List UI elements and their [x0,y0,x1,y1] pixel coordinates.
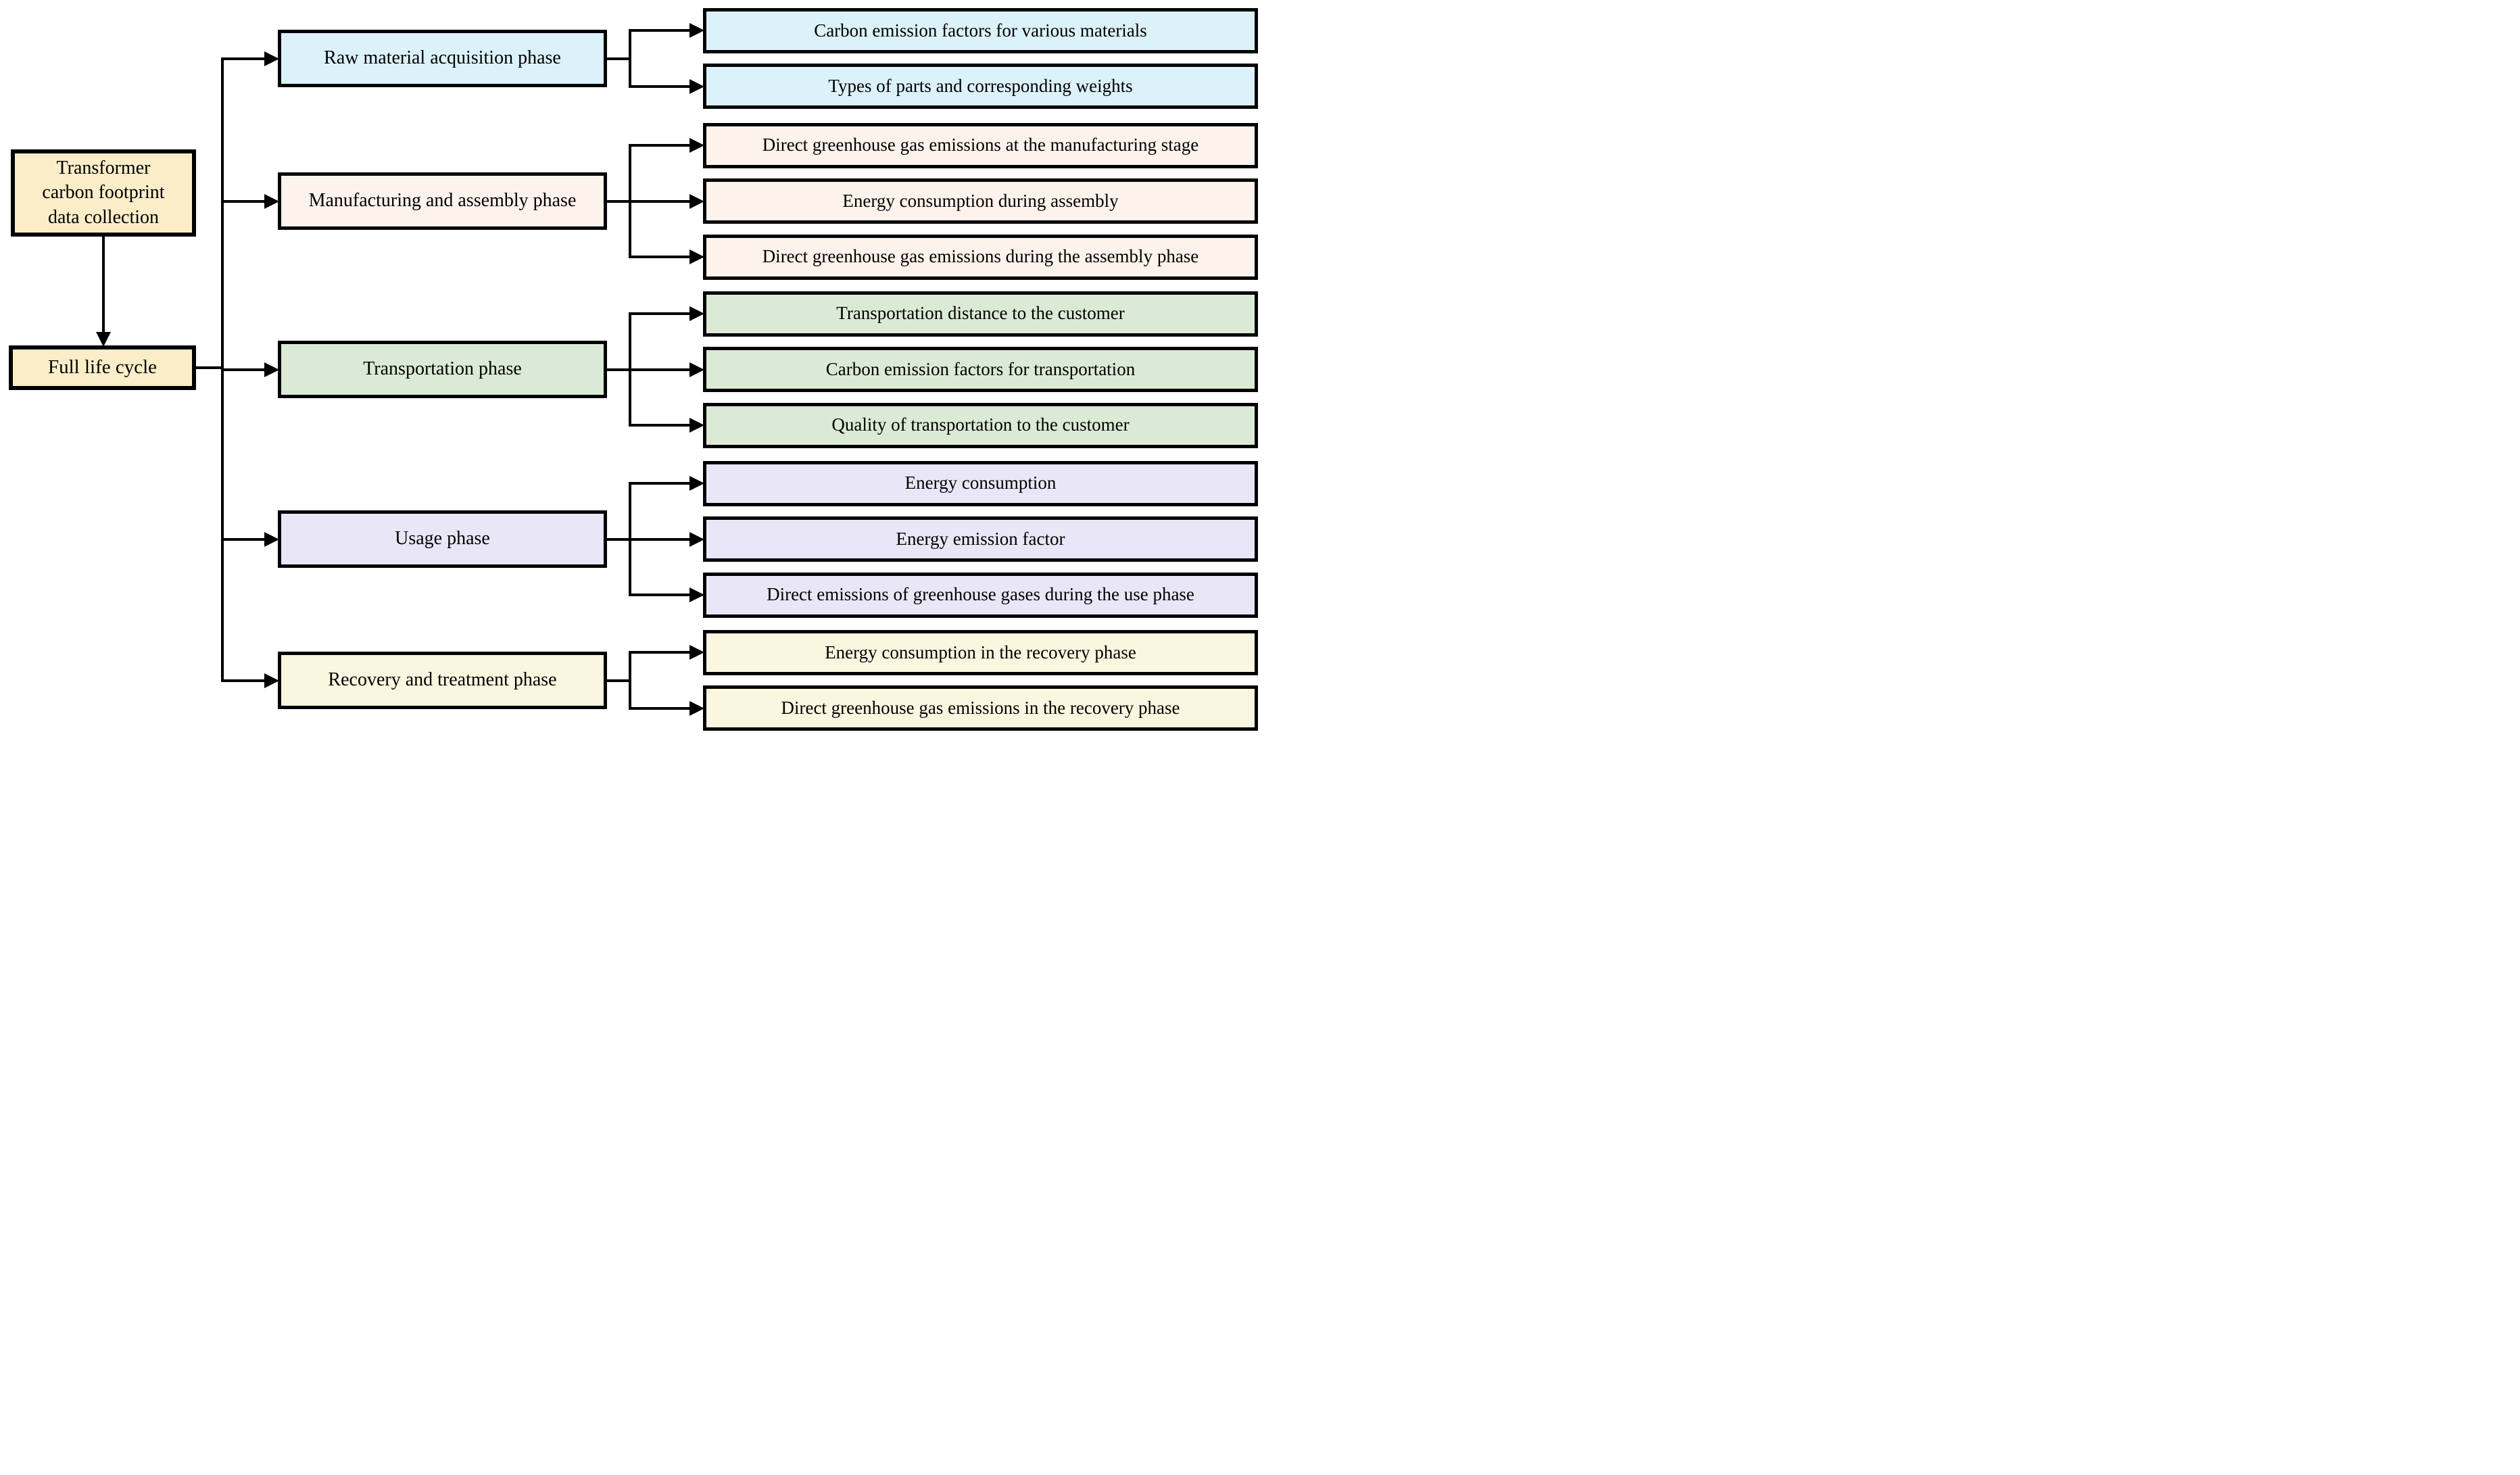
connector-line [628,706,691,710]
connector-line [628,256,691,258]
connector-line [221,679,266,682]
arrowhead-right-icon [689,23,704,39]
phase-box-manufacturing-and-assembly-phase-label: Manufacturing and assembly phase [308,190,577,212]
phase-box-raw-material-acquisition-phase-label: Raw material acquisition phase [324,47,561,69]
phase-box-transportation-phase: Transportation phase [278,341,607,398]
leaf-box-direct-greenhouse-gas-emissions: Direct greenhouse gas emissions at the m… [703,122,1258,168]
full-life-cycle-box: Full life cycle [9,345,196,390]
leaf-box-energy-consumption-in-the: Energy consumption in the recovery phase [703,629,1258,675]
arrowhead-right-icon [689,78,704,94]
connector-line [628,651,631,710]
phase-box-manufacturing-and-assembly-phase: Manufacturing and assembly phase [278,172,607,230]
arrowhead-right-icon [264,51,279,66]
connector-line [628,144,691,147]
leaf-box-carbon-emission-factors-for-label: Carbon emission factors for various mate… [814,20,1147,41]
connector-line [606,537,631,541]
leaf-box-energy-consumption-during-assembly-label: Energy consumption during assembly [842,190,1119,211]
leaf-box-energy-consumption-label: Energy consumption [904,473,1057,493]
phase-box-recovery-and-treatment-phase-label: Recovery and treatment phase [328,669,557,691]
leaf-box-quality-of-transportation-to-label: Quality of transportation to the custome… [831,414,1130,435]
connector-line [221,537,266,541]
connector-line [221,368,266,371]
connector-line [195,366,224,369]
arrowhead-right-icon [689,306,704,321]
arrowhead-right-icon [264,193,279,209]
connector-line [628,29,691,32]
leaf-box-energy-emission-factor-label: Energy emission factor [896,528,1065,549]
connector-line [628,312,691,315]
leaf-box-transportation-distance-to-the-label: Transportation distance to the customer [836,303,1125,324]
arrowhead-right-icon [264,531,279,547]
arrowhead-right-icon [689,587,704,602]
transformer-data-collection-box: Transformer carbon footprint data collec… [11,149,196,237]
leaf-box-transportation-distance-to-the: Transportation distance to the customer [703,291,1258,337]
leaf-box-direct-greenhouse-gas-emissions: Direct greenhouse gas emissions in the r… [703,685,1258,731]
connector-line [221,199,266,203]
arrowhead-right-icon [689,138,704,153]
leaf-box-carbon-emission-factors-for: Carbon emission factors for various mate… [703,7,1258,53]
leaf-box-energy-emission-factor: Energy emission factor [703,516,1258,562]
connector-line [628,424,691,427]
connector-line [628,537,691,541]
arrowhead-right-icon [689,418,704,433]
leaf-box-energy-consumption: Energy consumption [703,460,1258,506]
connector-line [628,84,691,88]
arrowhead-right-icon [689,193,704,209]
leaf-box-types-of-parts-and: Types of parts and corresponding weights [703,64,1258,110]
phase-box-recovery-and-treatment-phase: Recovery and treatment phase [278,652,607,709]
connector-line [628,594,691,596]
connector-line [628,29,631,88]
leaf-box-direct-emissions-of-greenhouse: Direct emissions of greenhouse gases dur… [703,572,1258,618]
connector-line [606,679,631,682]
leaf-box-energy-consumption-during-assembly: Energy consumption during assembly [703,178,1258,224]
leaf-box-direct-emissions-of-greenhouse-label: Direct emissions of greenhouse gases dur… [767,584,1194,605]
leaf-box-direct-greenhouse-gas-emissions-label: Direct greenhouse gas emissions in the r… [781,698,1180,719]
phase-box-raw-material-acquisition-phase: Raw material acquisition phase [278,30,607,87]
leaf-box-energy-consumption-in-the-label: Energy consumption in the recovery phase [825,642,1136,662]
connector-line [102,235,105,333]
connector-line [628,199,691,203]
arrowhead-right-icon [689,476,704,491]
transformer-data-collection-box-label: Transformer carbon footprint data collec… [42,157,165,228]
arrowhead-right-icon [689,645,704,660]
connector-line [606,368,631,371]
arrowhead-down-icon [96,332,111,347]
arrowhead-right-icon [689,700,704,716]
connector-line [628,368,691,371]
leaf-box-types-of-parts-and-label: Types of parts and corresponding weights [828,76,1133,97]
arrowhead-right-icon [689,249,704,264]
leaf-box-direct-greenhouse-gas-emissions: Direct greenhouse gas emissions during t… [703,234,1258,280]
phase-box-usage-phase: Usage phase [278,510,607,568]
connector-line [628,482,691,485]
connector-line [628,651,691,654]
diagram-canvas: Transformer carbon footprint data collec… [0,0,1260,738]
arrowhead-right-icon [689,362,704,377]
connector-line [606,57,631,60]
connector-line [606,199,631,203]
leaf-box-carbon-emission-factors-for: Carbon emission factors for transportati… [703,347,1258,392]
phase-box-usage-phase-label: Usage phase [395,528,490,550]
leaf-box-quality-of-transportation-to: Quality of transportation to the custome… [703,402,1258,448]
leaf-box-carbon-emission-factors-for-label: Carbon emission factors for transportati… [825,358,1136,379]
arrowhead-right-icon [264,362,279,377]
connector-line [221,57,266,60]
arrowhead-right-icon [264,673,279,688]
full-life-cycle-box-label: Full life cycle [47,356,158,379]
arrowhead-right-icon [689,531,704,547]
leaf-box-direct-greenhouse-gas-emissions-label: Direct greenhouse gas emissions during t… [762,246,1199,267]
phase-box-transportation-phase-label: Transportation phase [363,358,522,380]
leaf-box-direct-greenhouse-gas-emissions-label: Direct greenhouse gas emissions at the m… [762,135,1199,155]
